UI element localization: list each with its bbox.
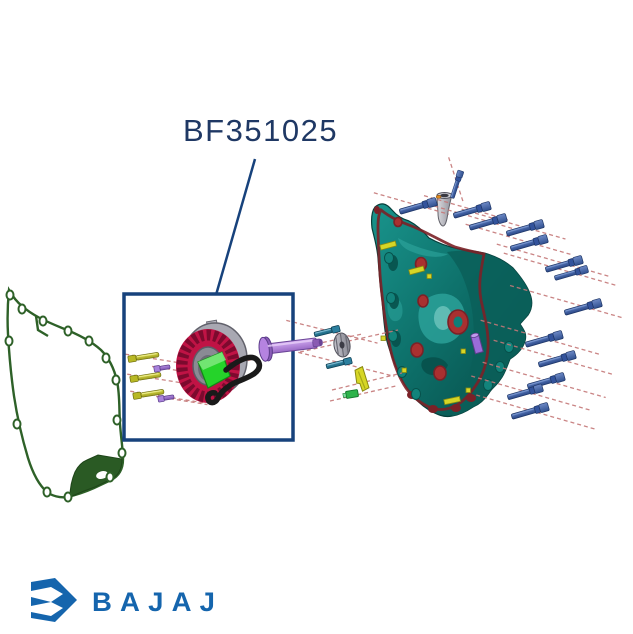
- bajaj-logo: BAJAJ: [26, 577, 215, 623]
- gasket-hole: [63, 325, 73, 337]
- assembly-axis: [461, 208, 566, 240]
- knurled-nut: [333, 332, 351, 358]
- clip-yellow: [460, 348, 466, 354]
- magneto-stator-assembly: [176, 319, 263, 406]
- assembly-axis: [434, 205, 520, 231]
- shift-detent-purple: [470, 332, 484, 355]
- clutch-cover-gasket: [4, 286, 127, 503]
- shift-shaft-purple: [258, 336, 323, 362]
- assembly-axis: [471, 375, 593, 412]
- gasket-hole: [117, 447, 127, 459]
- cover-right-shade: [447, 250, 532, 416]
- clip-yellow: [380, 335, 386, 341]
- bolt-blue: [509, 233, 549, 254]
- callout-leader-line: [214, 158, 257, 296]
- bolt-blue: [398, 196, 438, 217]
- gasket-hole: [84, 335, 94, 347]
- cover-lug: [451, 404, 461, 412]
- bolt-blue: [510, 401, 550, 422]
- clip-green: [342, 389, 359, 399]
- gasket-solid-hole: [96, 471, 108, 479]
- pin-purple: [157, 393, 175, 403]
- dowel-yellow: [443, 395, 461, 406]
- bolt-blue: [563, 297, 603, 318]
- bolt-boss: [411, 388, 421, 400]
- part-number-label: BF351025: [183, 113, 339, 148]
- oil-seal: [433, 365, 447, 381]
- assembly-axis: [503, 252, 617, 287]
- funnel-oring-orange: [435, 195, 442, 199]
- assembly-axis: [465, 223, 572, 256]
- cover-lug: [428, 405, 438, 413]
- assembly-axis: [509, 284, 624, 319]
- callout-box: [122, 292, 295, 442]
- bolt-blue: [537, 349, 577, 370]
- clip-yellow: [465, 387, 471, 393]
- bolt-yellow: [129, 370, 162, 384]
- assembly-axis: [373, 192, 450, 215]
- gasket-hole: [111, 374, 121, 386]
- assembly-axis: [496, 243, 610, 278]
- bolt-teal: [325, 356, 353, 371]
- assembly-axis: [329, 385, 397, 402]
- bolt-yellow: [127, 350, 160, 364]
- gasket-notch: [34, 315, 49, 338]
- bajaj-flying-b-icon: [31, 578, 77, 622]
- gasket-hole: [4, 335, 14, 347]
- bajaj-wordmark: BAJAJ: [92, 587, 224, 617]
- gasket-hole: [5, 289, 15, 301]
- gasket-solid-section: [69, 454, 123, 498]
- assembly-axis: [423, 195, 508, 221]
- pin-purple: [153, 363, 171, 373]
- gasket-hole: [105, 471, 115, 483]
- bolt-boss: [504, 341, 514, 353]
- gasket-bolt-holes: [4, 289, 127, 503]
- oil-seal: [393, 216, 403, 228]
- cover-highlight: [398, 238, 448, 257]
- breather-funnel: [435, 192, 453, 227]
- clip-yellow: [401, 367, 407, 373]
- bolt-boss: [495, 361, 505, 373]
- bolt-blue: [506, 383, 545, 402]
- assembly-axis: [286, 319, 378, 344]
- clip-yellow: [426, 273, 432, 279]
- bracket-yellow: [354, 365, 370, 392]
- gasket-hole: [12, 418, 22, 430]
- gasket-hole: [63, 491, 73, 503]
- assembly-axis: [476, 394, 598, 431]
- pickup-coil-top: [198, 352, 226, 370]
- bolt-blue: [524, 329, 564, 350]
- cover-lug: [466, 394, 476, 402]
- oil-seal: [410, 342, 424, 358]
- bolt-boss: [483, 379, 493, 391]
- bolt-boss: [388, 330, 398, 342]
- dowel-yellow: [379, 240, 397, 251]
- gasket-hole: [17, 303, 27, 315]
- bolt-boss: [384, 252, 394, 264]
- cover-lug: [374, 206, 380, 214]
- bolt-blue: [452, 200, 492, 221]
- dowel-yellow: [408, 265, 425, 276]
- bolt-boss: [386, 292, 396, 304]
- bolt-blue: [468, 212, 508, 233]
- oil-seal: [417, 294, 429, 308]
- stator-wire-black: [205, 354, 263, 406]
- gasket-hole: [42, 486, 52, 498]
- crankcase-cover: [371, 203, 533, 418]
- gasket-hole: [38, 315, 48, 327]
- gasket-hole: [101, 352, 111, 364]
- gasket-hole: [112, 414, 122, 426]
- bolt-blue: [448, 169, 465, 200]
- oil-seal-center: [453, 316, 463, 328]
